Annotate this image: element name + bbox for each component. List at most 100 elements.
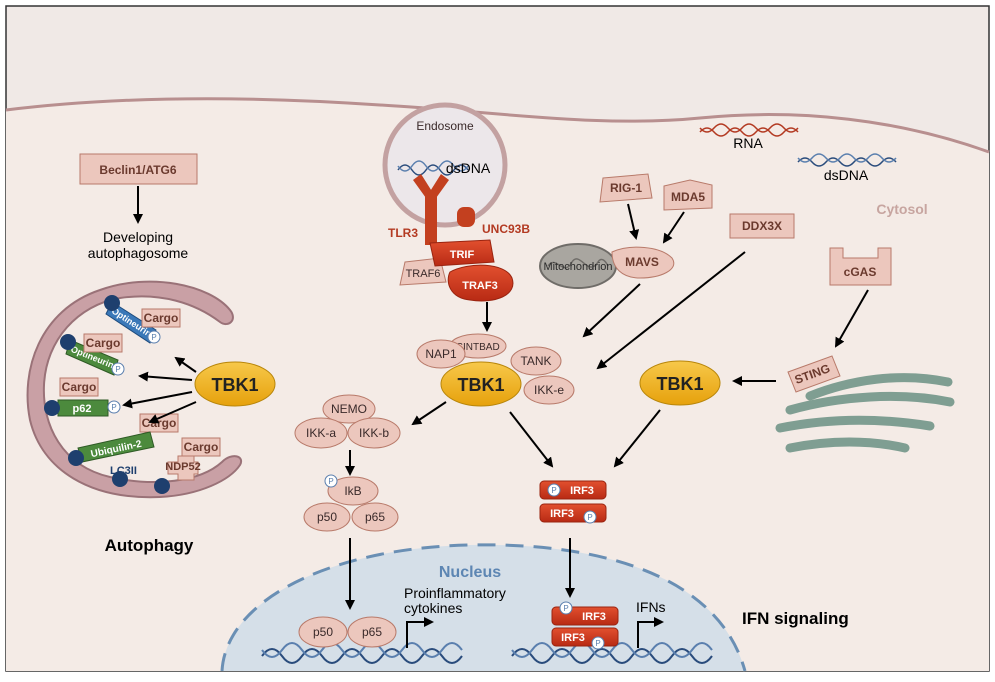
tank-shape [510, 346, 562, 376]
p50-nucleus-shape [298, 616, 348, 648]
irf3-nucleus-bottom-phospho-icon [591, 636, 605, 650]
optineurin-middle-phospho-icon [111, 362, 125, 376]
sting-shape [787, 355, 841, 393]
ikb-phospho-label: P [328, 477, 333, 486]
trif-label: TRIF [450, 249, 475, 261]
traf3-label: TRAF3 [462, 280, 497, 292]
arrow-tbk1-p62 [122, 391, 193, 409]
p62-label: p62 [73, 403, 92, 415]
p65-nucleus-label: p65 [362, 625, 382, 639]
cgas-shape [829, 247, 892, 286]
rna-label: RNA [733, 135, 763, 151]
dsdna-cytosol-label: dsDNA [824, 167, 869, 183]
p65-cyto-shape [351, 502, 399, 532]
beclin-box [79, 153, 198, 185]
irf3-nucleus-top-label: IRF3 [582, 611, 606, 623]
p65-nucleus-shape [347, 616, 397, 648]
pathway-arrows [122, 186, 869, 610]
ikkb-label: IKK-b [359, 426, 389, 440]
optineurin-top-phospho-icon [147, 330, 161, 344]
optineurin-top-lc3-icon [104, 295, 120, 311]
mda5-shape [663, 179, 713, 211]
tlr3-receptor [413, 174, 449, 245]
arrow-tbk1-ikk [411, 401, 447, 426]
ndp52-shape [167, 455, 199, 481]
ndp52-lc3-icon [154, 478, 170, 494]
ikb-label: IkB [344, 484, 361, 498]
arrow-mavs-tbk1 [582, 283, 641, 338]
ddx3x-shape [729, 213, 795, 239]
rig1-shape [599, 173, 653, 203]
arrow-tbk1-optineurin-top [174, 356, 197, 373]
endosome [382, 102, 508, 228]
irf3-cyto-bottom-label: IRF3 [550, 508, 574, 520]
autophagosome-membrane [26, 280, 243, 499]
plasma-membrane [5, 97, 990, 154]
p50-nucleus-label: p50 [313, 625, 333, 639]
arrow-mda5-mavs [662, 211, 685, 244]
mavs-label: MAVS [625, 255, 659, 269]
tbk1-autophagy-shape [194, 361, 276, 407]
ikka-shape [294, 417, 348, 449]
developing-label: Developing [103, 229, 173, 245]
p62-phospho-label: P [111, 403, 116, 412]
cytokines-label: cytokines [404, 600, 462, 616]
irf3-cyto-top-phospho-label: P [551, 486, 556, 495]
trif-shape [429, 239, 495, 267]
optineurin-middle-lc3-icon [60, 334, 76, 350]
mavs-shape [611, 246, 675, 279]
p50-cyto-label: p50 [317, 510, 337, 524]
ddx3x-label: DDX3X [742, 219, 782, 233]
nuclear-envelope [220, 543, 747, 672]
tbk1-center-label: TBK1 [457, 375, 504, 395]
arrow-tbk1-sting-irf3 [613, 409, 661, 468]
cargo-1 [141, 308, 181, 328]
irf3-cyto-top-label: IRF3 [570, 485, 594, 497]
ifn-transcription-arrow [637, 617, 664, 648]
p50-cyto-shape [303, 502, 351, 532]
cargo-1-label: Cargo [144, 311, 179, 325]
endosome-label: Endosome [416, 119, 474, 133]
unc93b-shape [457, 207, 475, 227]
irf3-cyto-bottom-phospho-label: P [587, 513, 592, 522]
ikkb-shape [347, 417, 401, 449]
tbk1-sting-label: TBK1 [656, 374, 703, 394]
nap1-label: NAP1 [425, 347, 457, 361]
arrow-cgas-sting [835, 289, 869, 348]
unc93b-label: UNC93B [482, 222, 530, 236]
rig1-label: RIG-1 [610, 181, 642, 195]
ikka-label: IKK-a [306, 426, 336, 440]
p65-cyto-label: p65 [365, 510, 385, 524]
optineurin-middle-phospho-label: P [115, 365, 120, 374]
tbk1-sting-shape [639, 360, 721, 406]
irf3-nucleus-top-phospho-icon [559, 601, 573, 615]
sintbad-label: SINTBAD [456, 342, 499, 353]
mitochondrion-cristae-icon [547, 258, 609, 269]
nucleus-label: Nucleus [439, 564, 501, 581]
traf3-shape [447, 264, 514, 302]
cargo-5 [181, 437, 221, 457]
ikb-phospho-icon [324, 474, 338, 488]
cargo-5-label: Cargo [184, 440, 219, 454]
endoplasmic-reticulum [775, 373, 955, 453]
lc3ii-icon [112, 471, 128, 487]
cargo-2-label: Cargo [86, 336, 121, 350]
dsdna-endosome-icon [397, 160, 469, 176]
nemo-shape [322, 394, 376, 424]
nemo-label: NEMO [331, 402, 367, 416]
autophagosome-label: autophagosome [88, 245, 189, 261]
nap1-shape [416, 339, 466, 369]
cytosol-label: Cytosol [876, 201, 927, 217]
p62-phospho-icon [107, 400, 121, 414]
ndp52-label: NDP52 [165, 461, 200, 473]
irf3-cyto-top-phospho-icon [547, 483, 561, 497]
ikke-label: IKK-e [534, 383, 564, 397]
mda5-label: MDA5 [671, 190, 705, 204]
beclin-label: Beclin1/ATG6 [99, 163, 176, 177]
dna-irf3-icon [511, 642, 713, 664]
ikb-shape [327, 476, 379, 506]
optineurin-top-phospho-label: P [151, 333, 156, 342]
irf3-nucleus-bottom-phospho-label: P [595, 639, 600, 648]
